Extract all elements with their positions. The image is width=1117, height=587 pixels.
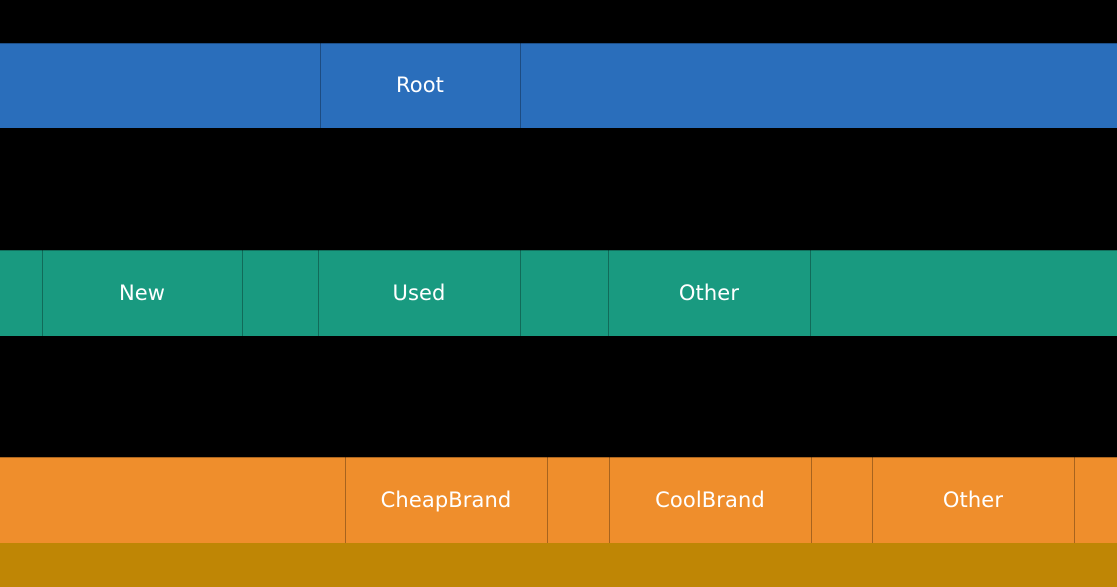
icicle-node-category-4[interactable] bbox=[520, 250, 608, 336]
icicle-node-label: Root bbox=[396, 73, 444, 97]
icicle-node-cheapbrand[interactable]: CheapBrand bbox=[345, 457, 547, 543]
icicle-node-used[interactable]: Used bbox=[318, 250, 520, 336]
icicle-node-label: CheapBrand bbox=[380, 487, 512, 512]
icicle-level-category: New Used Other bbox=[0, 250, 1117, 336]
icicle-node-other[interactable]: Other bbox=[872, 457, 1074, 543]
icicle-node-brand-0[interactable] bbox=[0, 457, 345, 543]
icicle-node-label: New bbox=[118, 280, 166, 305]
icicle-node-label: Other bbox=[678, 280, 740, 305]
icicle-node-brand-6[interactable] bbox=[1074, 457, 1117, 543]
icicle-node-category-6[interactable] bbox=[810, 250, 1117, 336]
icicle-node-new[interactable]: New bbox=[42, 250, 242, 336]
icicle-node-other[interactable]: Other bbox=[608, 250, 810, 336]
icicle-node-root-0[interactable] bbox=[0, 43, 320, 128]
icicle-level-leaf bbox=[0, 543, 1117, 587]
icicle-node-label: Other bbox=[942, 487, 1004, 512]
icicle-level-brand: CheapBrand CoolBrand Other bbox=[0, 457, 1117, 543]
icicle-node-category-2[interactable] bbox=[242, 250, 318, 336]
icicle-level-root: Root bbox=[0, 43, 1117, 128]
icicle-node-root-2[interactable] bbox=[520, 43, 1117, 128]
icicle-node-leaf-0[interactable] bbox=[0, 543, 1117, 587]
icicle-node-brand-4[interactable] bbox=[811, 457, 872, 543]
icicle-node-root[interactable]: Root bbox=[320, 43, 520, 128]
icicle-node-category-0[interactable] bbox=[0, 250, 42, 336]
icicle-node-label: CoolBrand bbox=[655, 487, 765, 512]
icicle-node-coolbrand[interactable]: CoolBrand bbox=[609, 457, 811, 543]
icicle-node-label: Used bbox=[392, 280, 446, 305]
icicle-node-brand-2[interactable] bbox=[547, 457, 609, 543]
